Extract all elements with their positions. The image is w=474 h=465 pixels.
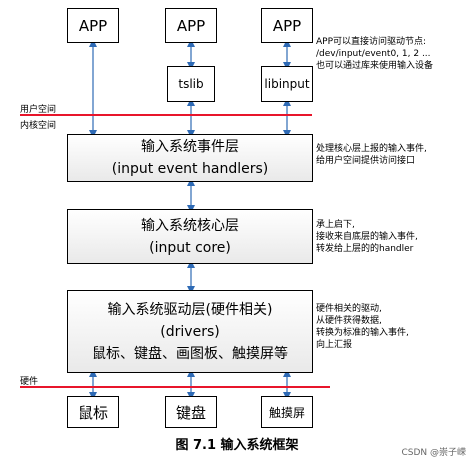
core-note-line-1: 承上启下, [316,220,355,230]
app-label-1: APP [78,16,108,35]
figure-caption: 图 7.1 输入系统框架 [175,438,299,453]
mouse-device-box: 鼠标 [67,396,119,428]
handlers-note: 处理核心层上报的输入事件, 给用户空间提供访问接口 [316,143,427,167]
hardware-label: 硬件 [20,377,39,387]
core-note-line-2: 接收来自底层的输入事件, [316,232,418,242]
app-note: APP可以直接访问驱动节点: /dev/input/event0, 1, 2 .… [316,36,433,72]
libinput-label: libinput [264,77,310,91]
app-box-3: APP [261,8,313,43]
user-kernel-divider [20,114,312,116]
drivers-note: 硬件相关的驱动, 从硬件获得数据, 转换为标准的输入事件, 向上汇报 [316,303,409,351]
tslib-box: tslib [167,66,215,102]
drivers-note-line-4: 向上汇报 [316,340,353,350]
event-handlers-layer: 输入系统事件层 (input event handlers) [67,134,313,182]
drivers-note-line-3: 转换为标准的输入事件, [316,328,409,338]
drivers-layer: 输入系统驱动层(硬件相关) (drivers) 鼠标、键盘、画图板、触摸屏等 [67,290,313,373]
tslib-label: tslib [178,77,204,91]
input-core-title: 输入系统核心层 [141,217,239,234]
event-handlers-title: 输入系统事件层 [141,139,239,155]
app-note-line-3: 也可以通过库来使用输入设备 [316,61,434,71]
drivers-devices-list: 鼠标、键盘、画图板、触摸屏等 [92,345,288,362]
app-label-2: APP [176,16,206,35]
kernel-hardware-divider [20,386,330,388]
user-space-label: 用户空间 [20,105,57,115]
watermark: CSDN @崇子嵘 [401,448,466,458]
app-note-line-2: /dev/input/event0, 1, 2 ... [316,49,431,59]
keyboard-device-label: 键盘 [175,403,206,422]
drivers-note-line-2: 从硬件获得数据, [316,316,382,326]
drivers-note-line-1: 硬件相关的驱动, [316,304,382,314]
mouse-device-label: 鼠标 [77,403,108,422]
touchscreen-device-label: 触摸屏 [268,405,305,420]
app-note-line-1: APP可以直接访问驱动节点: [316,37,427,47]
libinput-box: libinput [261,66,313,102]
core-note: 承上启下, 接收来自底层的输入事件, 转发给上层的的handler [316,219,418,255]
keyboard-device-box: 键盘 [165,396,217,428]
drivers-subtitle: (drivers) [160,323,220,340]
input-core-layer: 输入系统核心层 (input core) [67,209,313,264]
handlers-note-line-1: 处理核心层上报的输入事件, [316,144,427,154]
app-box-2: APP [165,8,217,43]
touchscreen-device-box: 触摸屏 [261,396,313,428]
event-handlers-subtitle: (input event handlers) [111,161,269,177]
core-note-line-3: 转发给上层的的handler [316,244,414,254]
kernel-space-label: 内核空间 [20,121,57,131]
app-label-3: APP [272,16,302,35]
handlers-note-line-2: 给用户空间提供访问接口 [316,156,416,166]
drivers-title: 输入系统驱动层(硬件相关) [107,301,273,318]
app-box-1: APP [67,8,119,43]
input-core-subtitle: (input core) [149,239,231,256]
